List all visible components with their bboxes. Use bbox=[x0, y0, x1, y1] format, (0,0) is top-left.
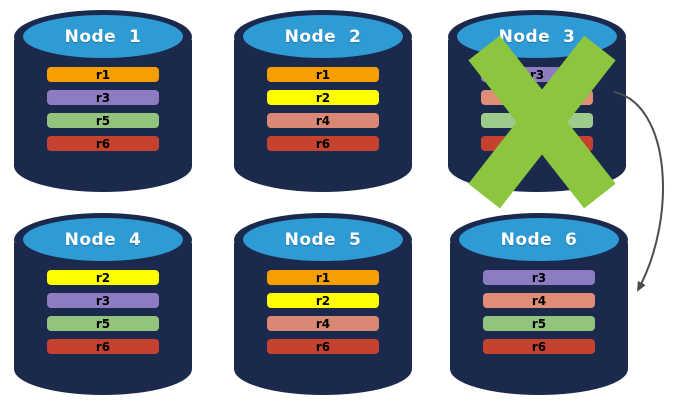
node-3-title: Node 3 bbox=[498, 26, 576, 47]
node-1-title: Node 1 bbox=[64, 26, 142, 47]
replica-row-r6: r6 bbox=[47, 339, 159, 354]
node-5-title: Node 5 bbox=[284, 229, 362, 250]
replica-row-r6: r6 bbox=[483, 339, 595, 354]
node-2-cylinder-top: Node 2 bbox=[234, 10, 412, 64]
node-1-cylinder-top-face: Node 1 bbox=[23, 15, 183, 58]
replica-row-r1: r1 bbox=[267, 270, 379, 285]
replica-row-r6: r6 bbox=[267, 136, 379, 151]
replica-row-r1: r1 bbox=[267, 67, 379, 82]
node-2-title: Node 2 bbox=[284, 26, 362, 47]
replica-row-r3: r3 bbox=[47, 90, 159, 105]
node-4-cylinder-top-face: Node 4 bbox=[23, 218, 183, 261]
node-4-title: Node 4 bbox=[64, 229, 142, 250]
failure-x-icon bbox=[468, 35, 616, 209]
node-1-cylinder-top: Node 1 bbox=[14, 10, 192, 64]
replica-row-r3: r3 bbox=[47, 293, 159, 308]
node-5-cylinder-top-face: Node 5 bbox=[243, 218, 403, 261]
node-1-cylinder: Node 1 r1 r3 r5 r6 bbox=[14, 10, 192, 192]
replica-row-r4: r4 bbox=[267, 316, 379, 331]
node-4-cylinder: Node 4 r2 r3 r5 r6 bbox=[14, 213, 192, 395]
node-4-replica-rows: r2 r3 r5 r6 bbox=[14, 270, 192, 362]
replica-row-r5: r5 bbox=[47, 316, 159, 331]
replica-row-r3: r3 bbox=[483, 270, 595, 285]
node-2-cylinder: Node 2 r1 r2 r4 r6 bbox=[234, 10, 412, 192]
node-1-replica-rows: r1 r3 r5 r6 bbox=[14, 67, 192, 159]
replica-row-r2: r2 bbox=[267, 293, 379, 308]
replica-row-r2: r2 bbox=[267, 90, 379, 105]
replica-row-r2: r2 bbox=[47, 270, 159, 285]
node-5-cylinder-top: Node 5 bbox=[234, 213, 412, 267]
node-5-replica-rows: r1 r2 r4 r6 bbox=[234, 270, 412, 362]
replica-row-r6: r6 bbox=[267, 339, 379, 354]
node-4-cylinder-top: Node 4 bbox=[14, 213, 192, 267]
node-6-cylinder: Node 6 r3 r4 r5 r6 bbox=[450, 213, 628, 395]
node-2-replica-rows: r1 r2 r4 r6 bbox=[234, 67, 412, 159]
replica-row-r5: r5 bbox=[47, 113, 159, 128]
replica-row-r1: r1 bbox=[47, 67, 159, 82]
node-6-cylinder-top: Node 6 bbox=[450, 213, 628, 267]
node-6-title: Node 6 bbox=[500, 229, 578, 250]
replica-row-r5: r5 bbox=[483, 316, 595, 331]
node-5-cylinder: Node 5 r1 r2 r4 r6 bbox=[234, 213, 412, 395]
replica-row-r6: r6 bbox=[47, 136, 159, 151]
node-6-cylinder-top-face: Node 6 bbox=[459, 218, 619, 261]
node-2-cylinder-top-face: Node 2 bbox=[243, 15, 403, 58]
replica-row-r4: r4 bbox=[483, 293, 595, 308]
node-6-replica-rows: r3 r4 r5 r6 bbox=[450, 270, 628, 362]
replica-row-r4: r4 bbox=[267, 113, 379, 128]
